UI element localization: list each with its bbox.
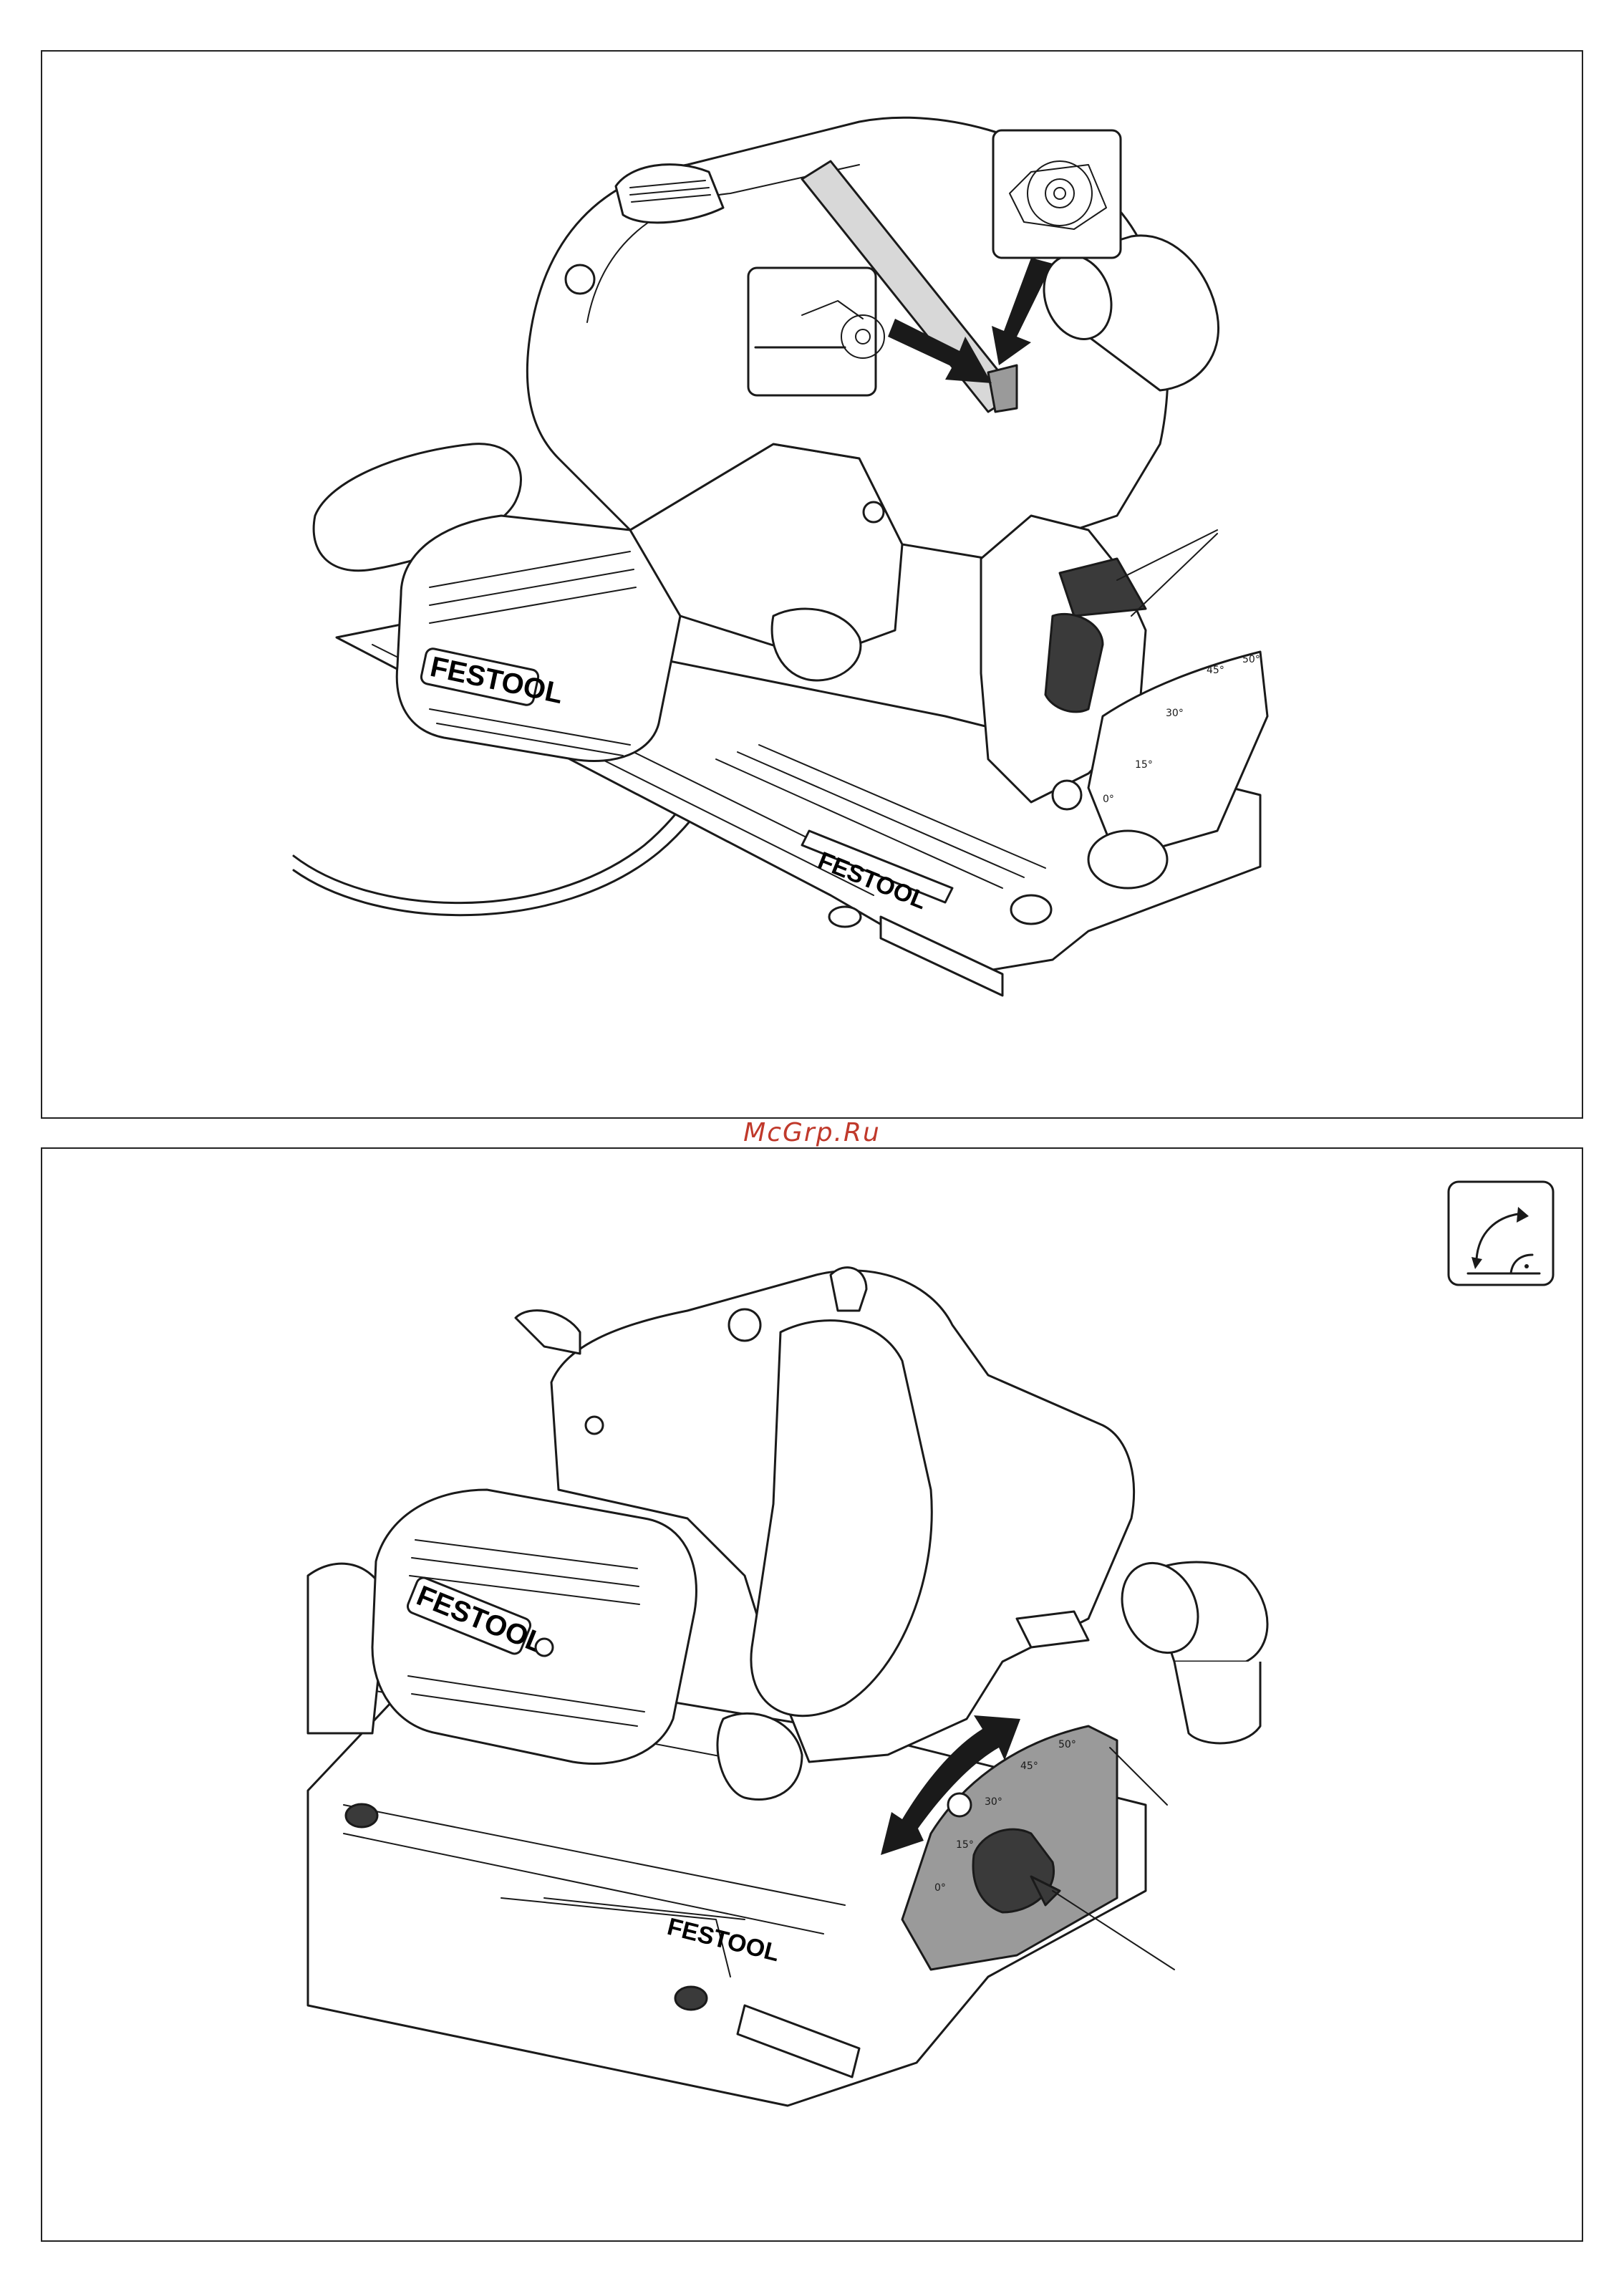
inset-callout-2	[748, 268, 876, 395]
bevel-tick-0: 0°	[1103, 794, 1114, 805]
top-knob	[616, 165, 723, 223]
figure-panel-bottom	[41, 1147, 1583, 2242]
watermark: McGrp.Ru	[0, 1119, 1624, 1147]
inset-callout-1	[993, 130, 1121, 258]
bevel-knob	[1088, 831, 1167, 888]
bevel-tick-30: 30°	[1166, 708, 1184, 719]
bevel-tick-50: 50°	[1242, 654, 1260, 665]
circular-saw-top-illustration: FESTOOL	[294, 117, 1267, 996]
bevel-tick-15: 15°	[1135, 759, 1153, 771]
guard-screw	[566, 265, 594, 294]
bevel-tick-45: 45°	[1207, 665, 1224, 676]
